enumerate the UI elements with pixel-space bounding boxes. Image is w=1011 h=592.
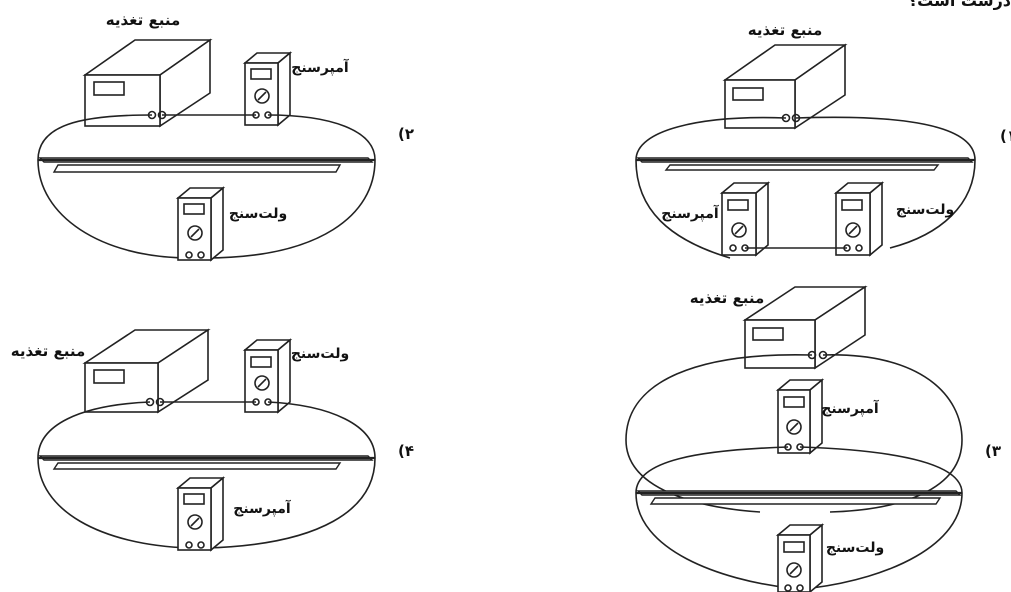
- voltmeter-1-label: ولت‌سنج: [896, 202, 954, 218]
- option-2-number: (۲: [398, 125, 414, 143]
- power-supply-1: [722, 43, 848, 130]
- ammeter-1: [719, 181, 771, 257]
- voltmeter-2-label: ولت‌سنج: [229, 206, 287, 222]
- voltmeter-4-label: ولت‌سنج: [291, 346, 349, 362]
- question-header-fragment: درست است؟: [908, 0, 1011, 10]
- ammeter-1-label: آمپرسنج: [661, 204, 720, 222]
- ammeter-2-label: آمپرسنج: [291, 58, 350, 76]
- power-supply-1-label: منبع تغذیه: [748, 21, 823, 39]
- voltmeter-3-label: ولت‌سنج: [826, 540, 884, 556]
- power-supply-3-label: منبع تغذیه: [690, 289, 765, 307]
- option-2-diagram: منبع تغذیه آمپرسنج ولت‌سنج: [37, 11, 414, 262]
- power-supply-2: [82, 38, 213, 128]
- option-4-diagram: منبع تغذیه ولت‌سنج آمپرسنج: [11, 328, 414, 552]
- voltmeter-1: [833, 181, 885, 257]
- power-supply-2-label: منبع تغذیه: [106, 11, 181, 29]
- ammeter-3-label: آمپرسنج: [821, 399, 880, 417]
- option-1-number: (۱: [1000, 127, 1011, 145]
- option-3-number: (۳: [985, 442, 1001, 460]
- ammeter-4: [175, 476, 226, 552]
- ammeter-4-label: آمپرسنج: [233, 499, 292, 517]
- option-1-diagram: منبع تغذیه آمپرسنج: [635, 21, 1011, 259]
- voltmeter-2: [175, 186, 226, 262]
- option-4-number: (۴: [398, 442, 414, 460]
- option-3-diagram: منبع تغذیه آمپرسنج: [625, 285, 1001, 592]
- voltmeter-3: [775, 523, 825, 592]
- power-supply-4-label: منبع تغذیه: [11, 342, 86, 360]
- ammeter-3: [775, 378, 825, 455]
- power-supply-3: [742, 285, 868, 370]
- power-supply-4: [82, 328, 211, 414]
